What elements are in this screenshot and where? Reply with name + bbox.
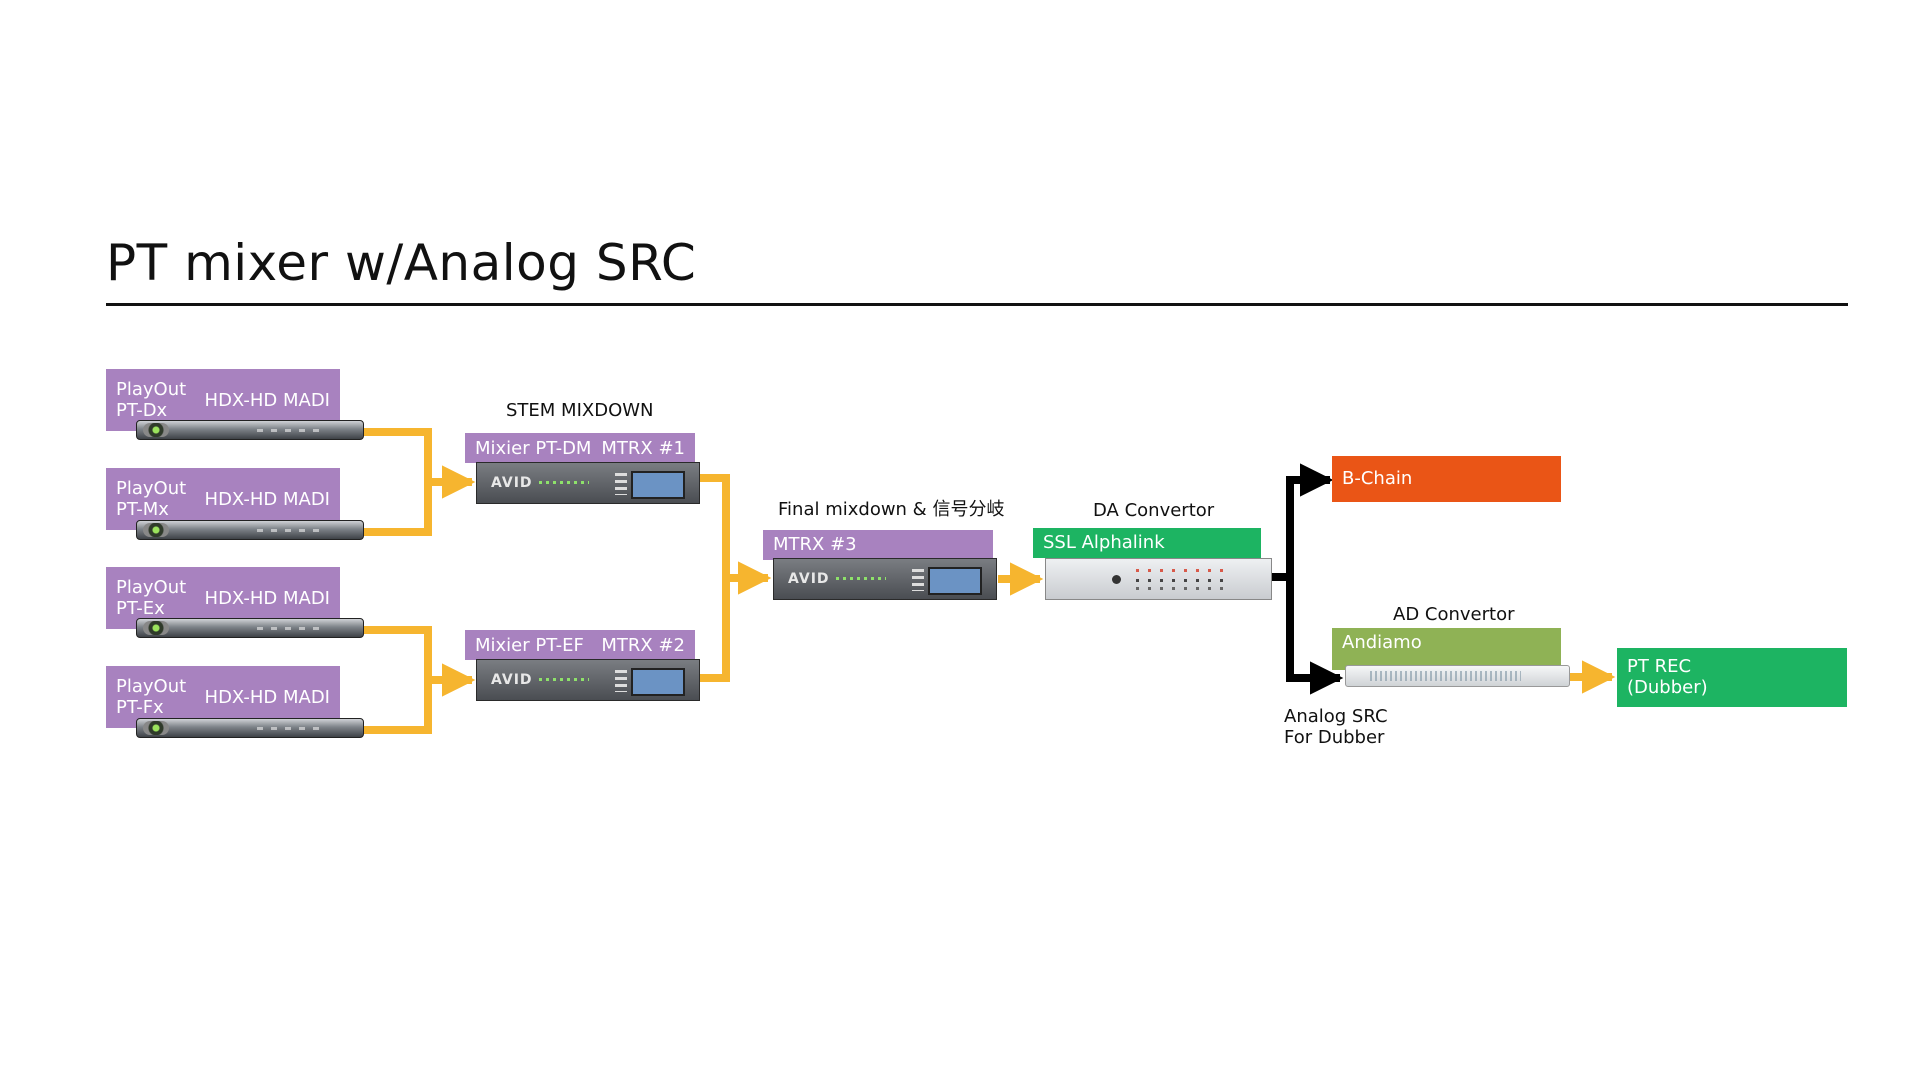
ad-convertor-caption: AD Convertor bbox=[1393, 604, 1515, 625]
mtrx3-label: MTRX #3 bbox=[763, 530, 993, 560]
title-rule bbox=[106, 303, 1848, 306]
path-mtrx1-mtrx2 bbox=[700, 474, 730, 682]
playout-name: PlayOut bbox=[116, 478, 187, 499]
hdx-madi-unit-icon bbox=[136, 520, 364, 540]
da-convertor-caption: DA Convertor bbox=[1093, 500, 1215, 521]
avid-mtrx-unit-icon: AVID bbox=[773, 558, 997, 600]
avid-mtrx-unit-icon: AVID bbox=[476, 659, 700, 701]
analog-src-line2: For Dubber bbox=[1284, 727, 1385, 748]
andiamo-unit-icon bbox=[1345, 665, 1570, 687]
mixer-name: Mixier PT-DM bbox=[475, 437, 592, 459]
analog-src-line1: Analog SRC bbox=[1284, 706, 1388, 727]
ssl-alphalink-label: SSL Alphalink bbox=[1033, 528, 1261, 558]
ssl-alphalink-unit-icon bbox=[1045, 558, 1272, 600]
playout-name: PlayOut bbox=[116, 379, 187, 400]
playout-device: HDX-HD MADI bbox=[204, 686, 330, 708]
path-to-andiamo bbox=[1286, 577, 1344, 695]
pt-rec-line2: (Dubber) bbox=[1627, 677, 1708, 698]
playout-pt: PT-Dx bbox=[116, 400, 168, 421]
stem-mixdown-caption: STEM MIXDOWN bbox=[506, 400, 654, 421]
playout-device: HDX-HD MADI bbox=[204, 389, 330, 411]
playout-device: HDX-HD MADI bbox=[204, 488, 330, 510]
hdx-madi-unit-icon bbox=[136, 718, 364, 738]
playout-pt: PT-Mx bbox=[116, 499, 169, 520]
analog-src-caption: Analog SRC For Dubber bbox=[1284, 706, 1388, 748]
path-ex-to-mtrx2 bbox=[362, 626, 432, 734]
pt-rec-line1: PT REC bbox=[1627, 656, 1692, 677]
playout-pt: PT-Fx bbox=[116, 697, 164, 718]
avid-mtrx-unit-icon: AVID bbox=[476, 462, 700, 504]
mixer-unit: MTRX #1 bbox=[601, 437, 685, 459]
playout-name: PlayOut bbox=[116, 577, 187, 598]
path-to-bchain bbox=[1286, 463, 1334, 577]
mixer-label-ef: Mixier PT-EF MTRX #2 bbox=[465, 630, 695, 660]
hdx-madi-unit-icon bbox=[136, 618, 364, 638]
hdx-madi-unit-icon bbox=[136, 420, 364, 440]
andiamo-label: Andiamo bbox=[1332, 628, 1561, 670]
pt-rec-label: PT REC (Dubber) bbox=[1617, 648, 1847, 707]
playout-pt: PT-Ex bbox=[116, 598, 165, 619]
page-title: PT mixer w/Analog SRC bbox=[106, 234, 697, 292]
bchain-label: B-Chain bbox=[1332, 456, 1561, 502]
mixer-label-dm: Mixier PT-DM MTRX #1 bbox=[465, 433, 695, 463]
final-mixdown-caption: Final mixdown & 信号分岐 bbox=[778, 499, 1005, 520]
playout-name: PlayOut bbox=[116, 676, 187, 697]
mixer-unit: MTRX #2 bbox=[601, 634, 685, 656]
mixer-name: Mixier PT-EF bbox=[475, 634, 584, 656]
playout-device: HDX-HD MADI bbox=[204, 587, 330, 609]
path-dx-to-mtrx1 bbox=[362, 428, 432, 536]
